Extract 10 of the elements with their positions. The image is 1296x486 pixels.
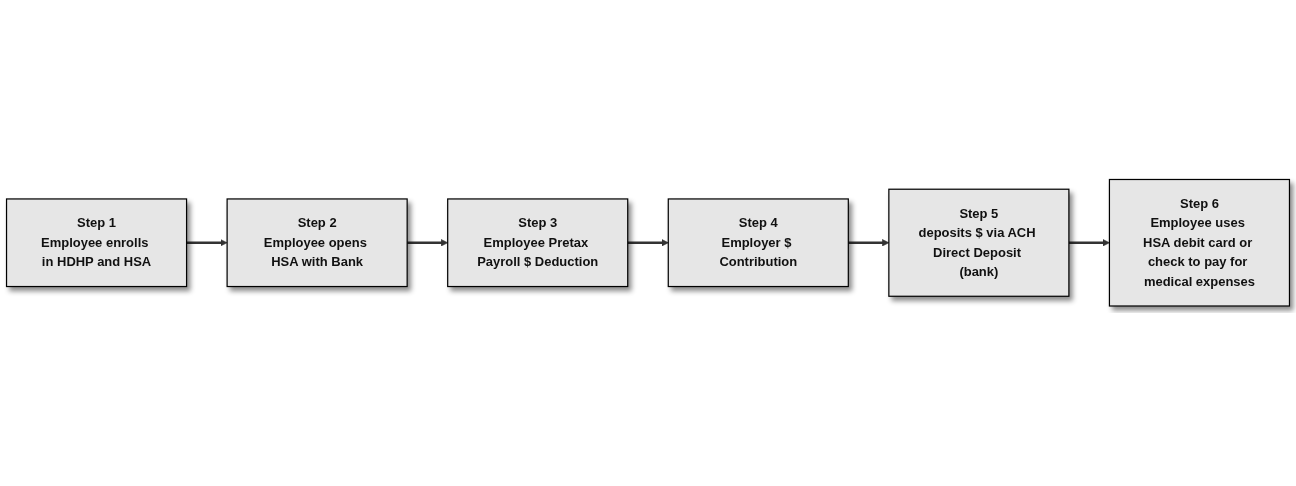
node-box: Step 1 Employee enrolls in HDHP and HSA — [5, 198, 188, 288]
node-box: Step 6 Employee uses HSA debit card or check to pay for medical expenses — [1108, 179, 1291, 307]
arrow — [627, 239, 669, 247]
node-box: Step 2 Employee opens HSA with Bank — [226, 198, 408, 288]
arrow — [1068, 239, 1110, 247]
arrow — [186, 239, 228, 247]
arrow — [407, 239, 448, 247]
node-box: Step 3 Employee Pretax Payroll $ Deduction — [447, 198, 629, 288]
node-box: Step 5 deposits $ via ACH Direct Deposit (bank) — [888, 188, 1070, 298]
node-box: Step 4 Employer $ Contribution — [667, 198, 849, 288]
